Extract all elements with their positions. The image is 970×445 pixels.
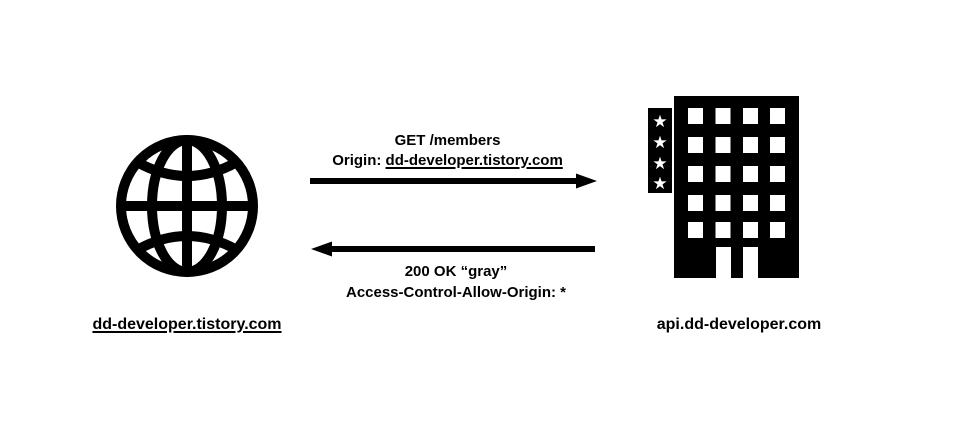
right-arrow-icon (310, 173, 597, 189)
server-label: api.dd-developer.com (656, 316, 822, 333)
origin-header-label: Origin: (332, 152, 386, 169)
request-arrow (310, 172, 597, 190)
building-icon: ★ ★ ★ ★ (648, 96, 799, 278)
left-arrow-icon (311, 241, 595, 257)
star-icon: ★ (652, 133, 667, 153)
response-status-line: 200 OK “gray” (404, 263, 508, 280)
star-sign: ★ ★ ★ ★ (648, 108, 672, 194)
response-message: 200 OK “gray” Access-Control-Allow-Origi… (290, 261, 622, 303)
client-label: dd-developer.tistory.com (57, 316, 317, 334)
request-message: GET /members Origin: dd-developer.tistor… (280, 131, 615, 171)
origin-header-value: dd-developer.tistory.com (385, 152, 563, 169)
star-icon: ★ (652, 174, 667, 194)
server-node: ★ ★ ★ ★ (648, 96, 799, 278)
client-node (112, 131, 262, 281)
response-header-line: Access-Control-Allow-Origin: * (345, 284, 566, 301)
response-arrow (311, 240, 595, 258)
request-origin-line: Origin: dd-developer.tistory.com (280, 151, 615, 171)
request-method-line: GET /members (394, 132, 501, 149)
star-icon: ★ (652, 154, 667, 174)
client-domain-text: dd-developer.tistory.com (92, 316, 282, 333)
globe-icon (116, 135, 258, 277)
star-icon: ★ (652, 112, 667, 132)
